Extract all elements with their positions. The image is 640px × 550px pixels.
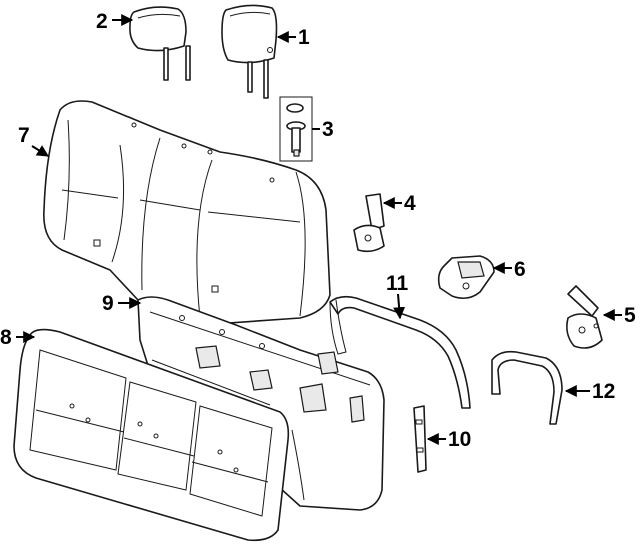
callout-12-label: 12	[592, 380, 615, 403]
callout-6-label: 6	[514, 258, 526, 281]
seat-back-cushion	[43, 100, 331, 326]
callout-11-label: 11	[386, 272, 409, 295]
callout-7: 7	[18, 124, 50, 157]
callout-4: 4	[382, 192, 416, 215]
callout-5: 5	[602, 304, 636, 327]
callout-3-label: 3	[322, 118, 334, 141]
callout-4-label: 4	[404, 192, 416, 215]
callout-9-label: 9	[102, 292, 114, 315]
callout-6: 6	[492, 258, 526, 281]
callout-11: 11	[386, 272, 409, 320]
callout-8: 8	[0, 326, 36, 349]
seat-back-panel	[13, 328, 290, 542]
latch-assembly	[437, 255, 495, 300]
callout-10-label: 10	[448, 428, 471, 451]
callout-2: 2	[96, 10, 134, 33]
strap-bracket	[413, 405, 427, 473]
latch-bracket	[353, 193, 385, 253]
callout-1-label: 1	[298, 26, 310, 49]
headrest-guide	[279, 96, 313, 162]
callout-9: 9	[102, 292, 142, 315]
callout-10: 10	[426, 428, 471, 451]
wire-frame-small	[491, 350, 563, 425]
callout-1: 1	[276, 26, 310, 49]
callout-8-label: 8	[0, 326, 12, 349]
callout-5-label: 5	[624, 304, 636, 327]
callout-3: 3	[312, 118, 334, 141]
callout-7-label: 7	[18, 124, 30, 147]
release-handle	[566, 285, 603, 349]
callout-2-label: 2	[96, 10, 108, 33]
headrest-left	[129, 6, 191, 81]
callout-12: 12	[564, 380, 615, 403]
seat-back-frame	[137, 296, 385, 511]
headrest-right	[221, 4, 278, 99]
